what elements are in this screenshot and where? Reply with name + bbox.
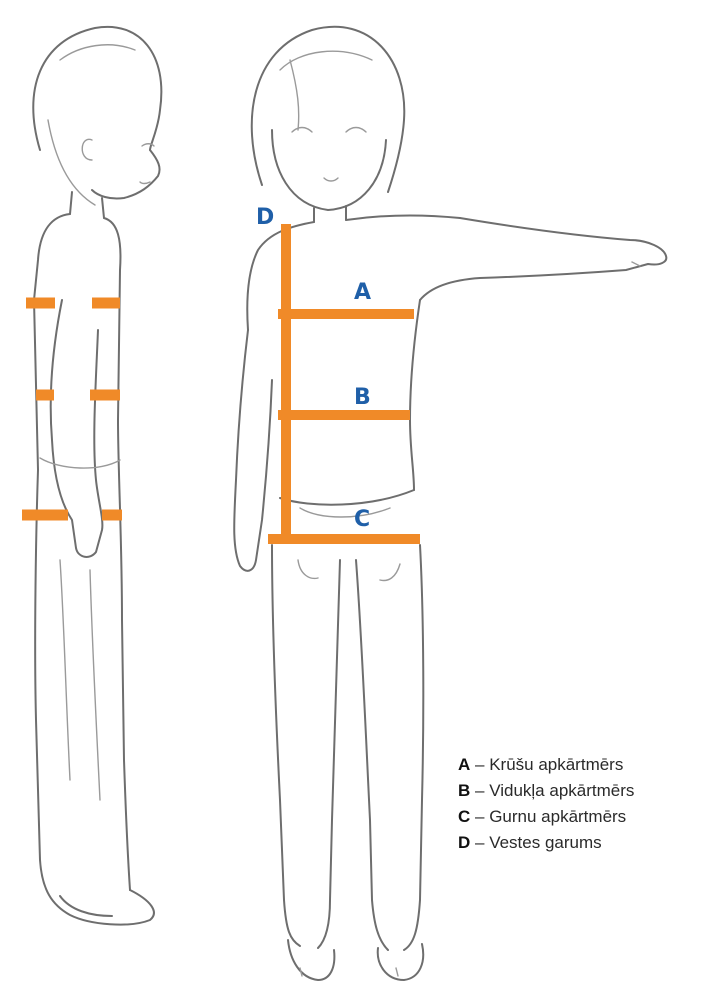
legend-item-d: D – Vestes garums — [458, 830, 708, 856]
legend-item-c: C – Gurnu apkārtmērs — [458, 804, 708, 830]
measurement-legend: A – Krūšu apkārtmērs B – Vidukļa apkārtm… — [458, 752, 708, 856]
legend-letter: A — [458, 755, 470, 774]
legend-text: Gurnu apkārtmērs — [489, 807, 626, 826]
legend-item-b: B – Vidukļa apkārtmērs — [458, 778, 708, 804]
side-view-figure — [33, 27, 161, 925]
measurement-letters: A B C D — [256, 205, 371, 532]
legend-text: Vestes garums — [489, 833, 601, 852]
legend-separator: – — [470, 781, 489, 800]
legend-letter: B — [458, 781, 470, 800]
legend-separator: – — [470, 755, 489, 774]
label-b: B — [354, 385, 371, 410]
label-d: D — [256, 205, 274, 230]
label-a: A — [354, 280, 371, 305]
legend-text: Vidukļa apkārtmērs — [489, 781, 634, 800]
legend-letter: D — [458, 833, 470, 852]
legend-letter: C — [458, 807, 470, 826]
legend-separator: – — [470, 833, 489, 852]
legend-text: Krūšu apkārtmērs — [489, 755, 623, 774]
front-view-measure-lines — [268, 224, 420, 542]
legend-separator: – — [470, 807, 489, 826]
label-c: C — [354, 507, 370, 532]
legend-item-a: A – Krūšu apkārtmērs — [458, 752, 708, 778]
